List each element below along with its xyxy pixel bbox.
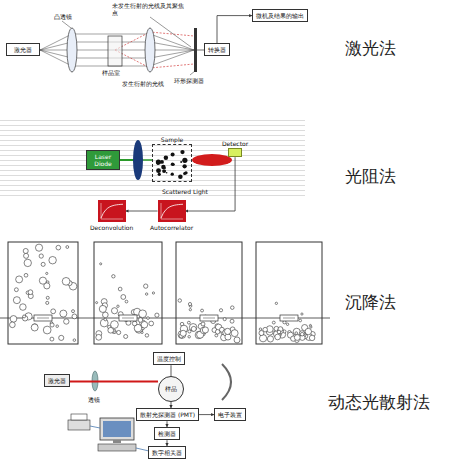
part-label: 发生衍射的光线: [122, 80, 164, 87]
part-label: 环形探测器: [174, 77, 204, 84]
detector-box: Detector: [222, 140, 248, 157]
laser-diffraction-figure: [40, 17, 204, 75]
electronics-box: 电子装置: [214, 408, 246, 421]
node-label: Autocorrelator: [150, 224, 193, 231]
sample-cell: Sample: [152, 136, 192, 182]
sample-circle: 样品: [158, 376, 184, 402]
laser-box: 激光器: [44, 374, 70, 387]
node-label: 散射光探测器 (PMT): [140, 411, 195, 418]
connector: [70, 381, 158, 383]
pmt-box: 散射光探测器 (PMT): [136, 408, 199, 421]
method-title: 光阻法: [345, 166, 396, 186]
node-label: 转换器: [208, 46, 226, 53]
node-label: 激光器: [10, 46, 36, 53]
node-label: 样品: [165, 385, 177, 392]
connector: [217, 16, 252, 43]
part-label: 透镜: [88, 396, 100, 403]
node-label: 检测器: [158, 430, 176, 437]
node-label: 电子装置: [218, 411, 242, 418]
shape: [228, 148, 242, 157]
laser-diode-box: Laser Diode: [86, 150, 120, 170]
node-label: 温度控制: [157, 355, 181, 362]
shape: [158, 200, 186, 222]
temperature-control-box: 温度控制: [153, 352, 185, 365]
plot-icon: [98, 200, 126, 222]
node-label: Detector: [222, 140, 248, 147]
node-label: Sample: [161, 136, 184, 143]
autocorrelator-box: Autocorrelator: [150, 200, 193, 231]
connector: [126, 211, 158, 212]
part-label: 凸透镜: [54, 13, 72, 20]
correlator-box: 数字相关器: [148, 446, 186, 459]
method-title: 沉降法: [345, 292, 396, 312]
method-title: 激光法: [345, 38, 396, 58]
connector: [186, 157, 236, 211]
node-label: 激光器: [48, 377, 66, 384]
sedimentation-figure: [0, 242, 330, 344]
light-obscuration-figure: [0, 120, 305, 196]
part-label: 未发生衍射的光线及其聚焦点: [112, 2, 184, 16]
connector: [171, 365, 172, 376]
node-label: 微机及结果的输出: [256, 12, 304, 19]
shape: [98, 200, 126, 222]
part-label: Scattered Light: [162, 188, 208, 195]
node-label: 数字相关器: [152, 449, 182, 456]
plot-icon: [158, 200, 186, 222]
shape: [152, 144, 192, 182]
part-label: 样品室: [102, 69, 120, 76]
node-label: Deconvolution: [90, 224, 133, 231]
dls-figure: [68, 364, 231, 451]
detector-box: 检测器: [154, 427, 180, 440]
computer-output-box: 微机及结果的输出: [252, 9, 308, 22]
deconvolution-box: Deconvolution: [90, 200, 133, 231]
node-label: Laser Diode: [90, 153, 116, 167]
method-title: 动态光散射法: [328, 392, 430, 412]
converter-box: 转换器: [204, 43, 230, 56]
laser-box: 激光器: [6, 43, 40, 56]
connector: [199, 414, 214, 415]
